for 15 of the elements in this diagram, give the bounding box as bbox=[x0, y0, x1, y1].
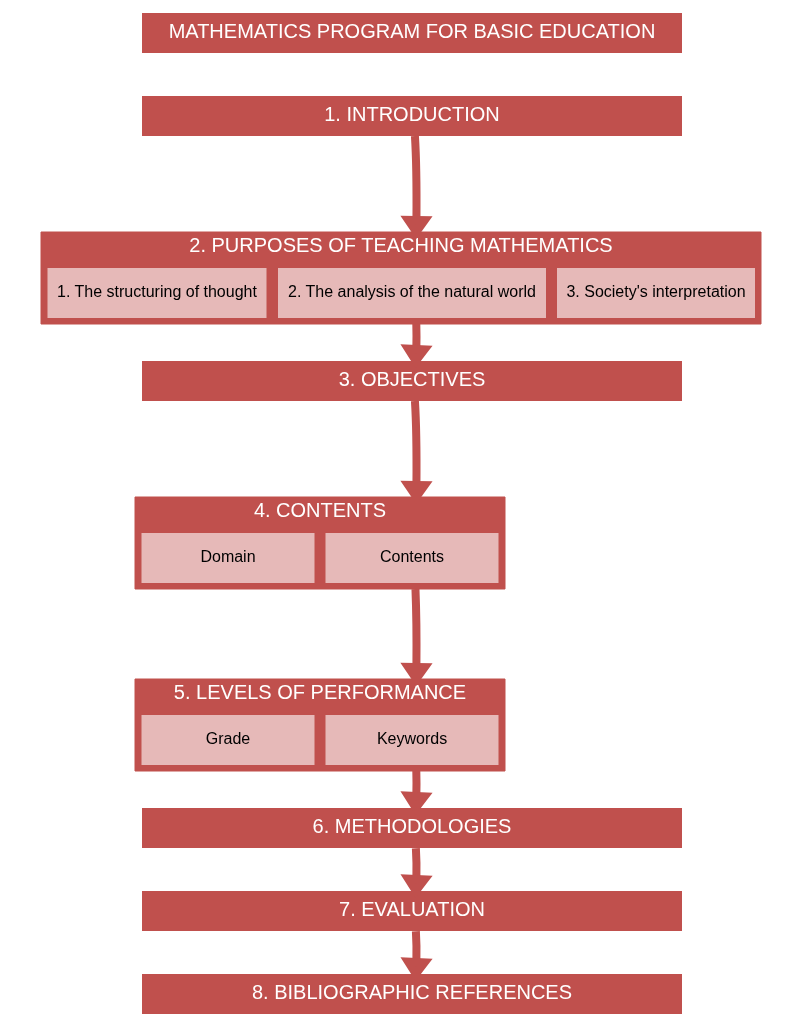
node-box: 1. The structuring of thought bbox=[47, 267, 266, 318]
node-box: Domain bbox=[141, 532, 314, 583]
arrow bbox=[399, 588, 433, 686]
node-box: 3. Society's interpretation bbox=[556, 267, 755, 318]
node-box: Grade bbox=[141, 714, 314, 765]
node-box: 6. METHODOLOGIES bbox=[141, 807, 682, 848]
node-box: MATHEMATICS PROGRAM FOR BASIC EDUCATION bbox=[141, 12, 682, 53]
node-box: 8. BIBLIOGRAPHIC REFERENCES bbox=[141, 973, 682, 1014]
node-box: 2. The analysis of the natural world bbox=[277, 267, 546, 318]
node-box: Keywords bbox=[325, 714, 498, 765]
arrow bbox=[399, 135, 433, 239]
node-box: 1. INTRODUCTION bbox=[141, 95, 682, 136]
node-box: Contents bbox=[325, 532, 498, 583]
node-box: 3. OBJECTIVES bbox=[141, 360, 682, 401]
node-box: 7. EVALUATION bbox=[141, 890, 682, 931]
